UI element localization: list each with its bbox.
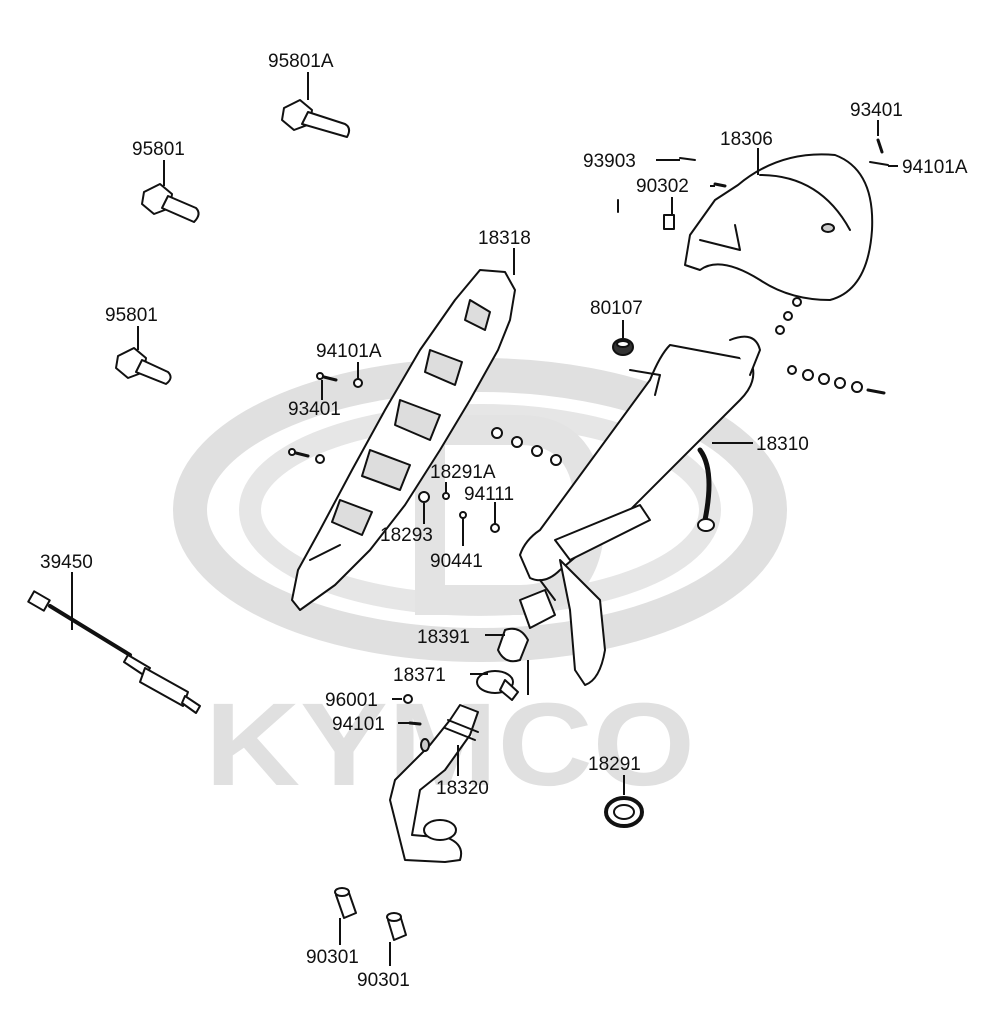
washers-center <box>418 427 562 533</box>
label-95801a: 95801A <box>268 51 334 72</box>
label-95801-mid: 95801 <box>105 305 158 326</box>
label-94101a-left: 94101A <box>316 341 382 362</box>
washers-right <box>775 297 886 395</box>
label-39450: 39450 <box>40 552 93 573</box>
label-90301-left: 90301 <box>306 947 359 968</box>
exhaust-pipe-18320 <box>389 704 479 863</box>
oxygen-sensor-39450 <box>27 590 201 714</box>
label-18310: 18310 <box>756 434 809 455</box>
label-18371: 18371 <box>393 665 446 686</box>
grommet-80107 <box>612 338 634 356</box>
washer-94101a-left <box>353 378 363 388</box>
heat-shield-18318 <box>291 269 516 611</box>
bolt-93401-right <box>869 138 889 166</box>
part-labels: 95801A 95801 95801 39450 18318 94101A 93… <box>40 51 968 991</box>
screw-93903 <box>617 157 696 213</box>
muffler-18310 <box>519 335 761 686</box>
bolt-95801-top <box>141 183 200 223</box>
label-18320: 18320 <box>436 778 489 799</box>
leader-lines <box>71 72 898 966</box>
label-18391: 18391 <box>417 627 470 648</box>
label-96001: 96001 <box>325 690 378 711</box>
label-94101a-right: 94101A <box>902 157 968 178</box>
heat-cover-18306 <box>684 153 874 301</box>
label-18291a: 18291A <box>430 462 496 483</box>
label-80107: 80107 <box>590 298 643 319</box>
gasket-18291 <box>604 796 644 828</box>
label-93401-left: 93401 <box>288 399 341 420</box>
washer-94101 <box>408 721 422 726</box>
label-93903: 93903 <box>583 151 636 172</box>
label-90441: 90441 <box>430 551 483 572</box>
label-18291: 18291 <box>588 754 641 775</box>
label-90302: 90302 <box>636 176 689 197</box>
bolt-96001 <box>403 694 413 704</box>
bolt-95801-mid <box>115 347 172 385</box>
bolt-95801a <box>281 99 351 138</box>
label-18293: 18293 <box>380 525 433 546</box>
clamp-18371 <box>476 670 519 701</box>
bolt-93401-left <box>316 372 338 382</box>
label-94101: 94101 <box>332 714 385 735</box>
nut-90301-left <box>334 887 357 919</box>
nut-90301-right <box>386 912 407 941</box>
label-95801-top: 95801 <box>132 139 185 160</box>
label-18306: 18306 <box>720 129 773 150</box>
gasket-18391 <box>497 589 556 663</box>
bolt-lower-left <box>288 448 325 464</box>
label-94111: 94111 <box>464 484 514 505</box>
label-93401-right: 93401 <box>850 100 903 121</box>
label-90301-right: 90301 <box>357 970 410 991</box>
label-18318: 18318 <box>478 228 531 249</box>
clip-90302 <box>663 182 727 230</box>
